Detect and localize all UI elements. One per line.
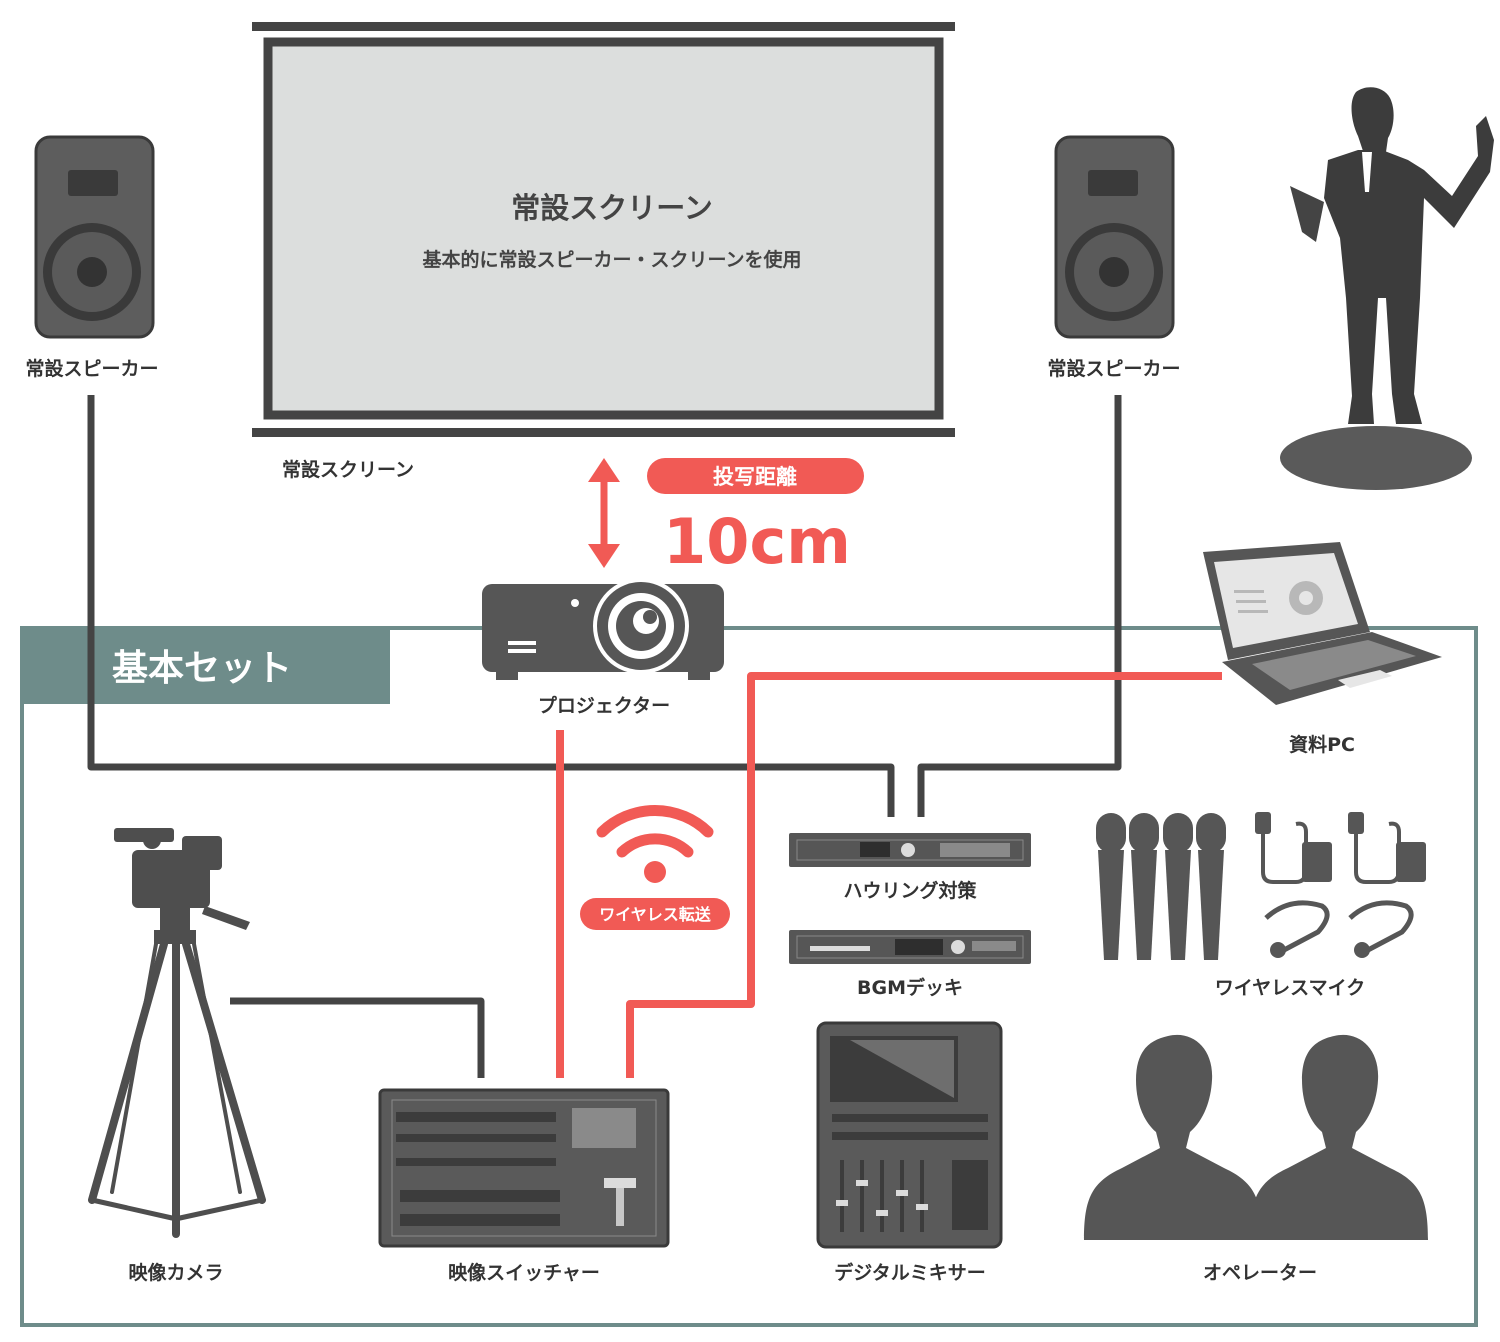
operators <box>1084 1034 1428 1240</box>
screen-label: 常設スクリーン <box>282 458 414 481</box>
basic-set-tab <box>22 628 390 704</box>
digital-mixer <box>816 1021 1003 1249</box>
audio-cables <box>87 395 1122 1078</box>
camera-label: 映像カメラ <box>128 1261 223 1284</box>
laptop <box>1203 542 1442 705</box>
headset-capsule-1 <box>1270 942 1286 958</box>
speaker-left <box>34 135 155 339</box>
mixer-label: デジタルミキサー <box>834 1261 986 1284</box>
switcher-label: 映像スイッチャー <box>448 1261 600 1284</box>
basic-set-title: 基本セット <box>112 648 292 689</box>
howling-label: ハウリング対策 <box>843 879 977 902</box>
projection-badge <box>647 458 864 494</box>
basic-set-frame <box>20 626 1478 1327</box>
video-cables <box>556 672 1222 1078</box>
speaker-left-label: 常設スピーカー <box>25 357 158 380</box>
headset-capsule-2 <box>1354 942 1370 958</box>
permanent-screen: 常設スクリーン 基本的に常設スピーカー・スクリーンを使用 <box>252 22 955 437</box>
video-switcher <box>378 1088 670 1248</box>
projection-distance: 10cm <box>663 505 851 578</box>
bgm-label: BGMデッキ <box>857 976 963 999</box>
screen-title: 常設スクリーン <box>511 191 713 225</box>
projector-label: プロジェクター <box>538 694 670 717</box>
lavalier-mics <box>1255 812 1426 884</box>
projector <box>482 578 724 680</box>
wifi-icon <box>596 805 714 858</box>
presenter-figure <box>1280 87 1494 490</box>
wireless-mics <box>1096 813 1226 960</box>
pc-label: 資料PC <box>1289 733 1355 756</box>
operator-label: オペレーター <box>1203 1262 1317 1284</box>
speaker-right <box>1054 135 1175 339</box>
wireless-label: ワイヤレス転送 <box>599 905 712 924</box>
wifi-dot <box>644 861 666 883</box>
screen-subtitle: 基本的に常設スピーカー・スクリーンを使用 <box>421 248 801 271</box>
wireless-badge <box>580 898 730 930</box>
howling-suppressor <box>789 833 1031 867</box>
bgm-deck <box>789 930 1031 964</box>
headset-mics <box>1264 900 1414 953</box>
wireless-mic-label: ワイヤレスマイク <box>1215 977 1365 999</box>
video-camera <box>114 828 250 944</box>
tripod <box>88 940 266 1238</box>
projection-badge-text: 投写距離 <box>713 465 797 489</box>
projection-arrow <box>588 458 620 568</box>
speaker-right-label: 常設スピーカー <box>1047 357 1180 380</box>
